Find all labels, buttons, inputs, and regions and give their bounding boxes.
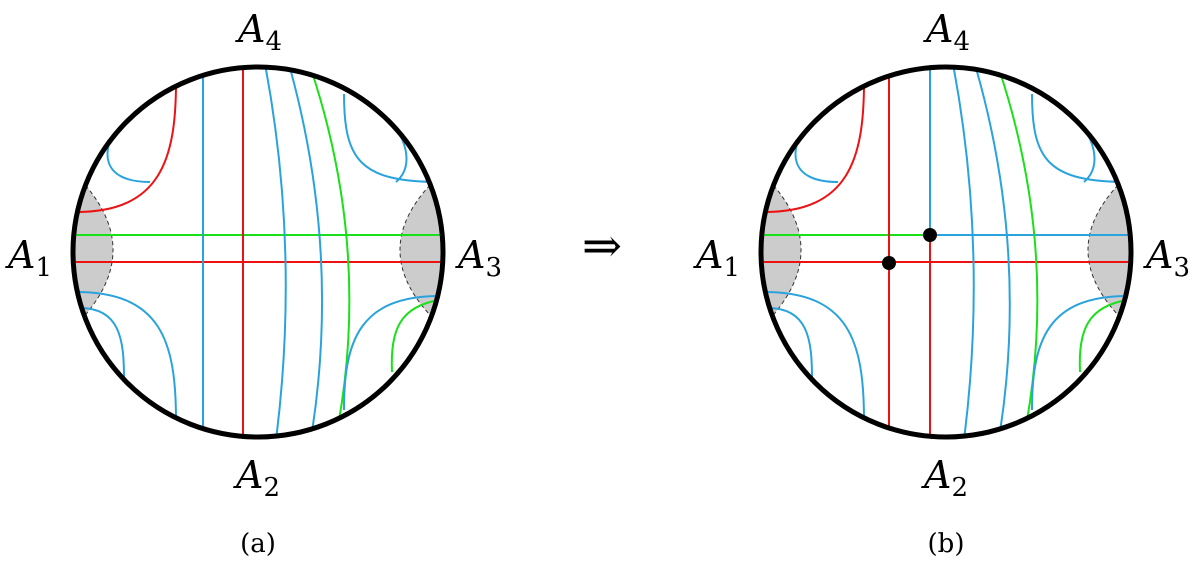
- blue-corner-curve-bottom-left-inner: [767, 307, 813, 379]
- blue-corner-curve-bottom-left-outer: [763, 291, 865, 421]
- label-a1: A1: [693, 233, 740, 283]
- blue-arc-center: [264, 67, 287, 437]
- label-a2: A2: [921, 453, 968, 503]
- shaded-region-left: [761, 174, 802, 326]
- green-arc: [999, 71, 1039, 427]
- shaded-region-left: [73, 174, 114, 326]
- label-a3: A3: [1143, 233, 1190, 283]
- panel-a-curves: [73, 67, 443, 437]
- marked-point-lower: [882, 256, 896, 270]
- label-a4: A4: [235, 7, 282, 57]
- blue-arc-center: [952, 67, 975, 437]
- label-a3: A3: [455, 233, 502, 283]
- green-corner-curve-bottom-right: [1078, 299, 1129, 373]
- marked-point-upper: [923, 228, 937, 242]
- blue-corner-curve-bottom-left-outer: [75, 291, 177, 421]
- blue-corner-curve-top-right-outer: [343, 93, 441, 183]
- blue-corner-curve-top-left: [794, 121, 839, 183]
- caption-a: (a): [240, 529, 276, 559]
- red-corner-curve-top-left: [763, 81, 865, 213]
- blue-arc-mid: [975, 67, 1011, 433]
- red-corner-curve-top-left: [75, 81, 177, 213]
- caption-b: (b): [928, 529, 965, 559]
- blue-corner-curve-top-right-outer: [1031, 93, 1129, 183]
- blue-corner-curve-bottom-left-inner: [79, 307, 125, 379]
- green-arc: [311, 71, 351, 427]
- label-a4: A4: [923, 7, 970, 57]
- disk-boundary: [758, 64, 1134, 440]
- label-a2: A2: [233, 453, 280, 503]
- disk-boundary: [70, 64, 446, 440]
- panel-b-curves: [761, 67, 1131, 437]
- blue-arc-mid: [289, 67, 324, 433]
- blue-corner-curve-bottom-right-outer: [343, 295, 441, 411]
- panel-b: A4 A2 A1 A3 (b): [693, 7, 1190, 559]
- blue-corner-curve-bottom-right-outer: [1031, 295, 1129, 411]
- implies-arrow: ⇒: [582, 218, 622, 274]
- green-corner-curve-bottom-right: [390, 299, 441, 373]
- panel-a: A4 A2 A1 A3 (a): [5, 7, 502, 559]
- label-a1: A1: [5, 233, 52, 283]
- blue-corner-curve-top-left: [106, 121, 151, 183]
